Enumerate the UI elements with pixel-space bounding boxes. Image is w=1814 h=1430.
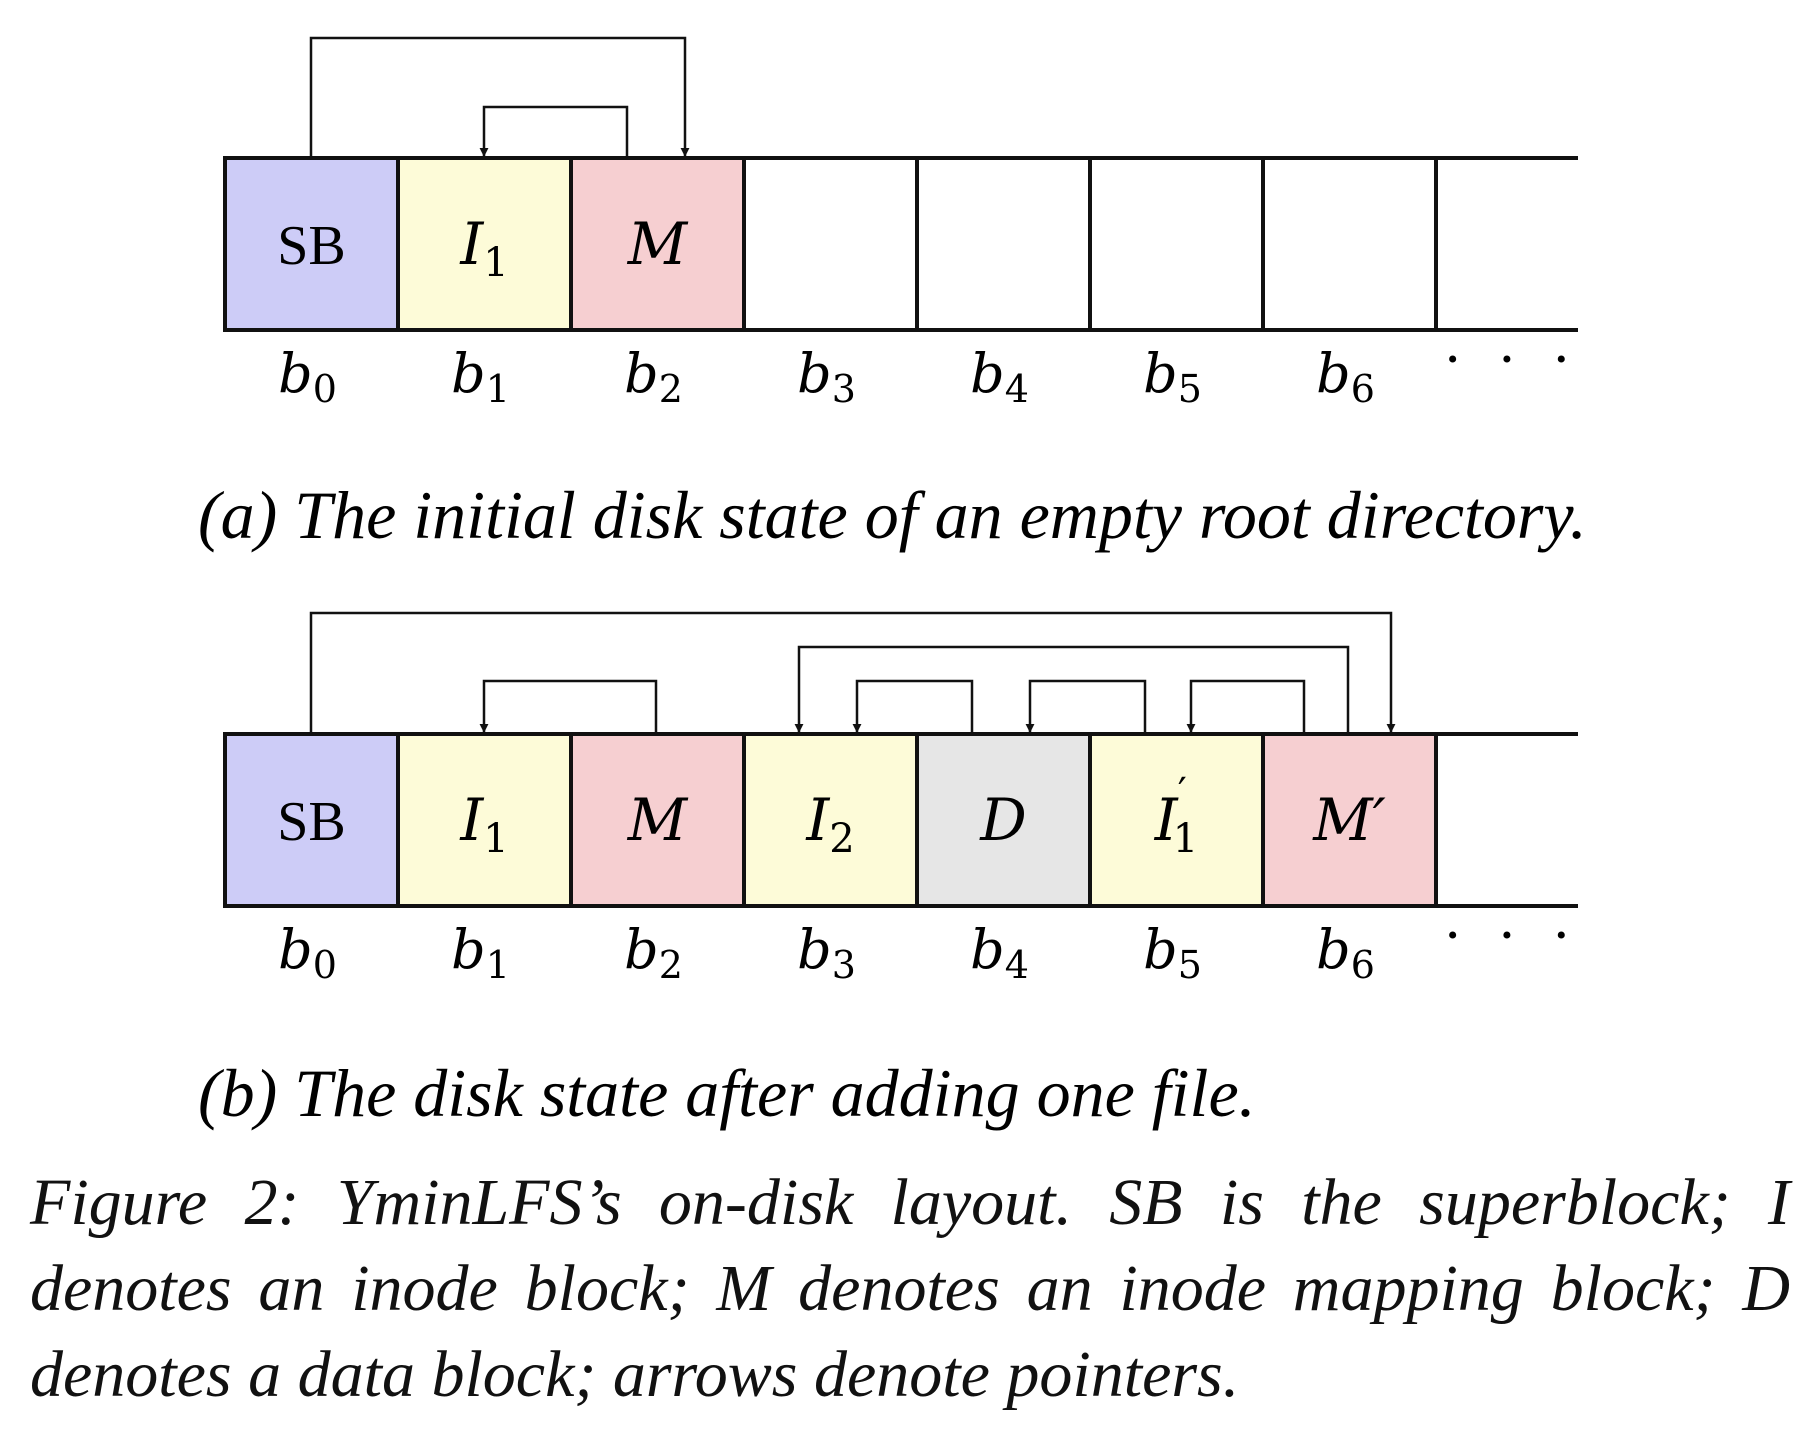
panel-a-block-0 bbox=[225, 158, 398, 330]
panel-a-block-indices: b0 b1 b2 b3 b4 b5 b6 · · · bbox=[278, 328, 1580, 411]
panel-b: SB I1 M I2 D I′1 M′ b0 b1 b2 b3 b4 b5 b6… bbox=[198, 611, 1580, 1131]
panel-a-block-4 bbox=[917, 158, 1090, 330]
panel-a-block-5 bbox=[1090, 158, 1263, 330]
panel-b-index-4: b4 bbox=[970, 918, 1029, 987]
pointer-arrow bbox=[479, 679, 658, 734]
panel-a-index-6: b6 bbox=[1316, 342, 1375, 411]
panel-a-blocks bbox=[225, 158, 1578, 330]
panel-b-dividers bbox=[396, 734, 1438, 906]
panel-a-index-0: b0 bbox=[278, 342, 337, 411]
pointer-arrow bbox=[794, 645, 1350, 734]
panel-b-label-6: M′ bbox=[1312, 786, 1386, 854]
panel-b-label-4: D bbox=[979, 786, 1027, 854]
panel-b-index-5: b5 bbox=[1143, 918, 1202, 987]
panel-b-index-1: b1 bbox=[451, 918, 510, 987]
panel-b-label-0: SB bbox=[277, 791, 346, 853]
panel-a-block-3 bbox=[744, 158, 917, 330]
panel-b-block-2 bbox=[571, 734, 744, 906]
panel-a-index-5: b5 bbox=[1143, 342, 1202, 411]
panel-a-label-1: I1 bbox=[459, 210, 508, 286]
panel-b-index-3: b3 bbox=[797, 918, 856, 987]
panel-b-block-1 bbox=[398, 734, 571, 906]
panel-b-block-3 bbox=[744, 734, 917, 906]
panel-a-dividers bbox=[396, 158, 1438, 330]
panel-a-block-2 bbox=[571, 158, 744, 330]
panel-a-index-1: b1 bbox=[451, 342, 510, 411]
panel-a-index-3: b3 bbox=[797, 342, 856, 411]
panel-a-index-4: b4 bbox=[970, 342, 1029, 411]
panel-b-block-indices: b0 b1 b2 b3 b4 b5 b6 · · · bbox=[278, 904, 1580, 987]
panel-b-block-7 bbox=[1436, 734, 1578, 906]
figure-caption: Figure 2: YminLFS’s on-disk layout. SB i… bbox=[30, 1166, 1790, 1411]
panel-b-block-0 bbox=[225, 734, 398, 906]
panel-a-ellipsis: · · · bbox=[1444, 328, 1580, 391]
panel-b-pointers bbox=[309, 611, 1396, 734]
panel-b-index-2: b2 bbox=[624, 918, 683, 987]
panel-a-label-0: SB bbox=[277, 215, 346, 277]
pointer-arrow bbox=[309, 611, 1396, 734]
panel-b-label-3: I2 bbox=[805, 786, 854, 862]
panel-b-block-6 bbox=[1263, 734, 1436, 906]
panel-b-block-labels: SB I1 M I2 D I′1 M′ bbox=[277, 770, 1386, 862]
pointer-arrow bbox=[1186, 679, 1306, 734]
panel-a-pointers bbox=[309, 36, 690, 158]
pointer-arrow bbox=[852, 679, 974, 734]
panel-b-caption: (b) The disk state after adding one file… bbox=[198, 1055, 1256, 1131]
pointer-arrow bbox=[309, 36, 690, 158]
panel-b-index-6: b6 bbox=[1316, 918, 1375, 987]
panel-b-label-1: I1 bbox=[459, 786, 508, 862]
panel-a-block-7 bbox=[1436, 158, 1578, 330]
panel-a: SB I1 M b0 b1 b2 b3 b4 b5 b6 · · · (a) T… bbox=[198, 36, 1587, 553]
panel-b-label-2: M bbox=[627, 786, 689, 854]
panel-a-block-1 bbox=[398, 158, 571, 330]
panel-b-label-5: I′1 bbox=[1154, 770, 1198, 862]
panel-b-ellipsis: · · · bbox=[1444, 904, 1580, 967]
panel-a-block-labels: SB I1 M bbox=[277, 210, 689, 286]
panel-b-block-4 bbox=[917, 734, 1090, 906]
panel-b-index-0: b0 bbox=[278, 918, 337, 987]
panel-a-label-2: M bbox=[627, 210, 689, 278]
panel-a-caption: (a) The initial disk state of an empty r… bbox=[198, 477, 1587, 553]
panel-b-blocks bbox=[225, 734, 1578, 906]
pointer-arrow bbox=[1025, 679, 1147, 734]
panel-a-block-6 bbox=[1263, 158, 1436, 330]
panel-a-index-2: b2 bbox=[624, 342, 683, 411]
pointer-arrow bbox=[479, 105, 629, 158]
panel-b-block-5 bbox=[1090, 734, 1263, 906]
